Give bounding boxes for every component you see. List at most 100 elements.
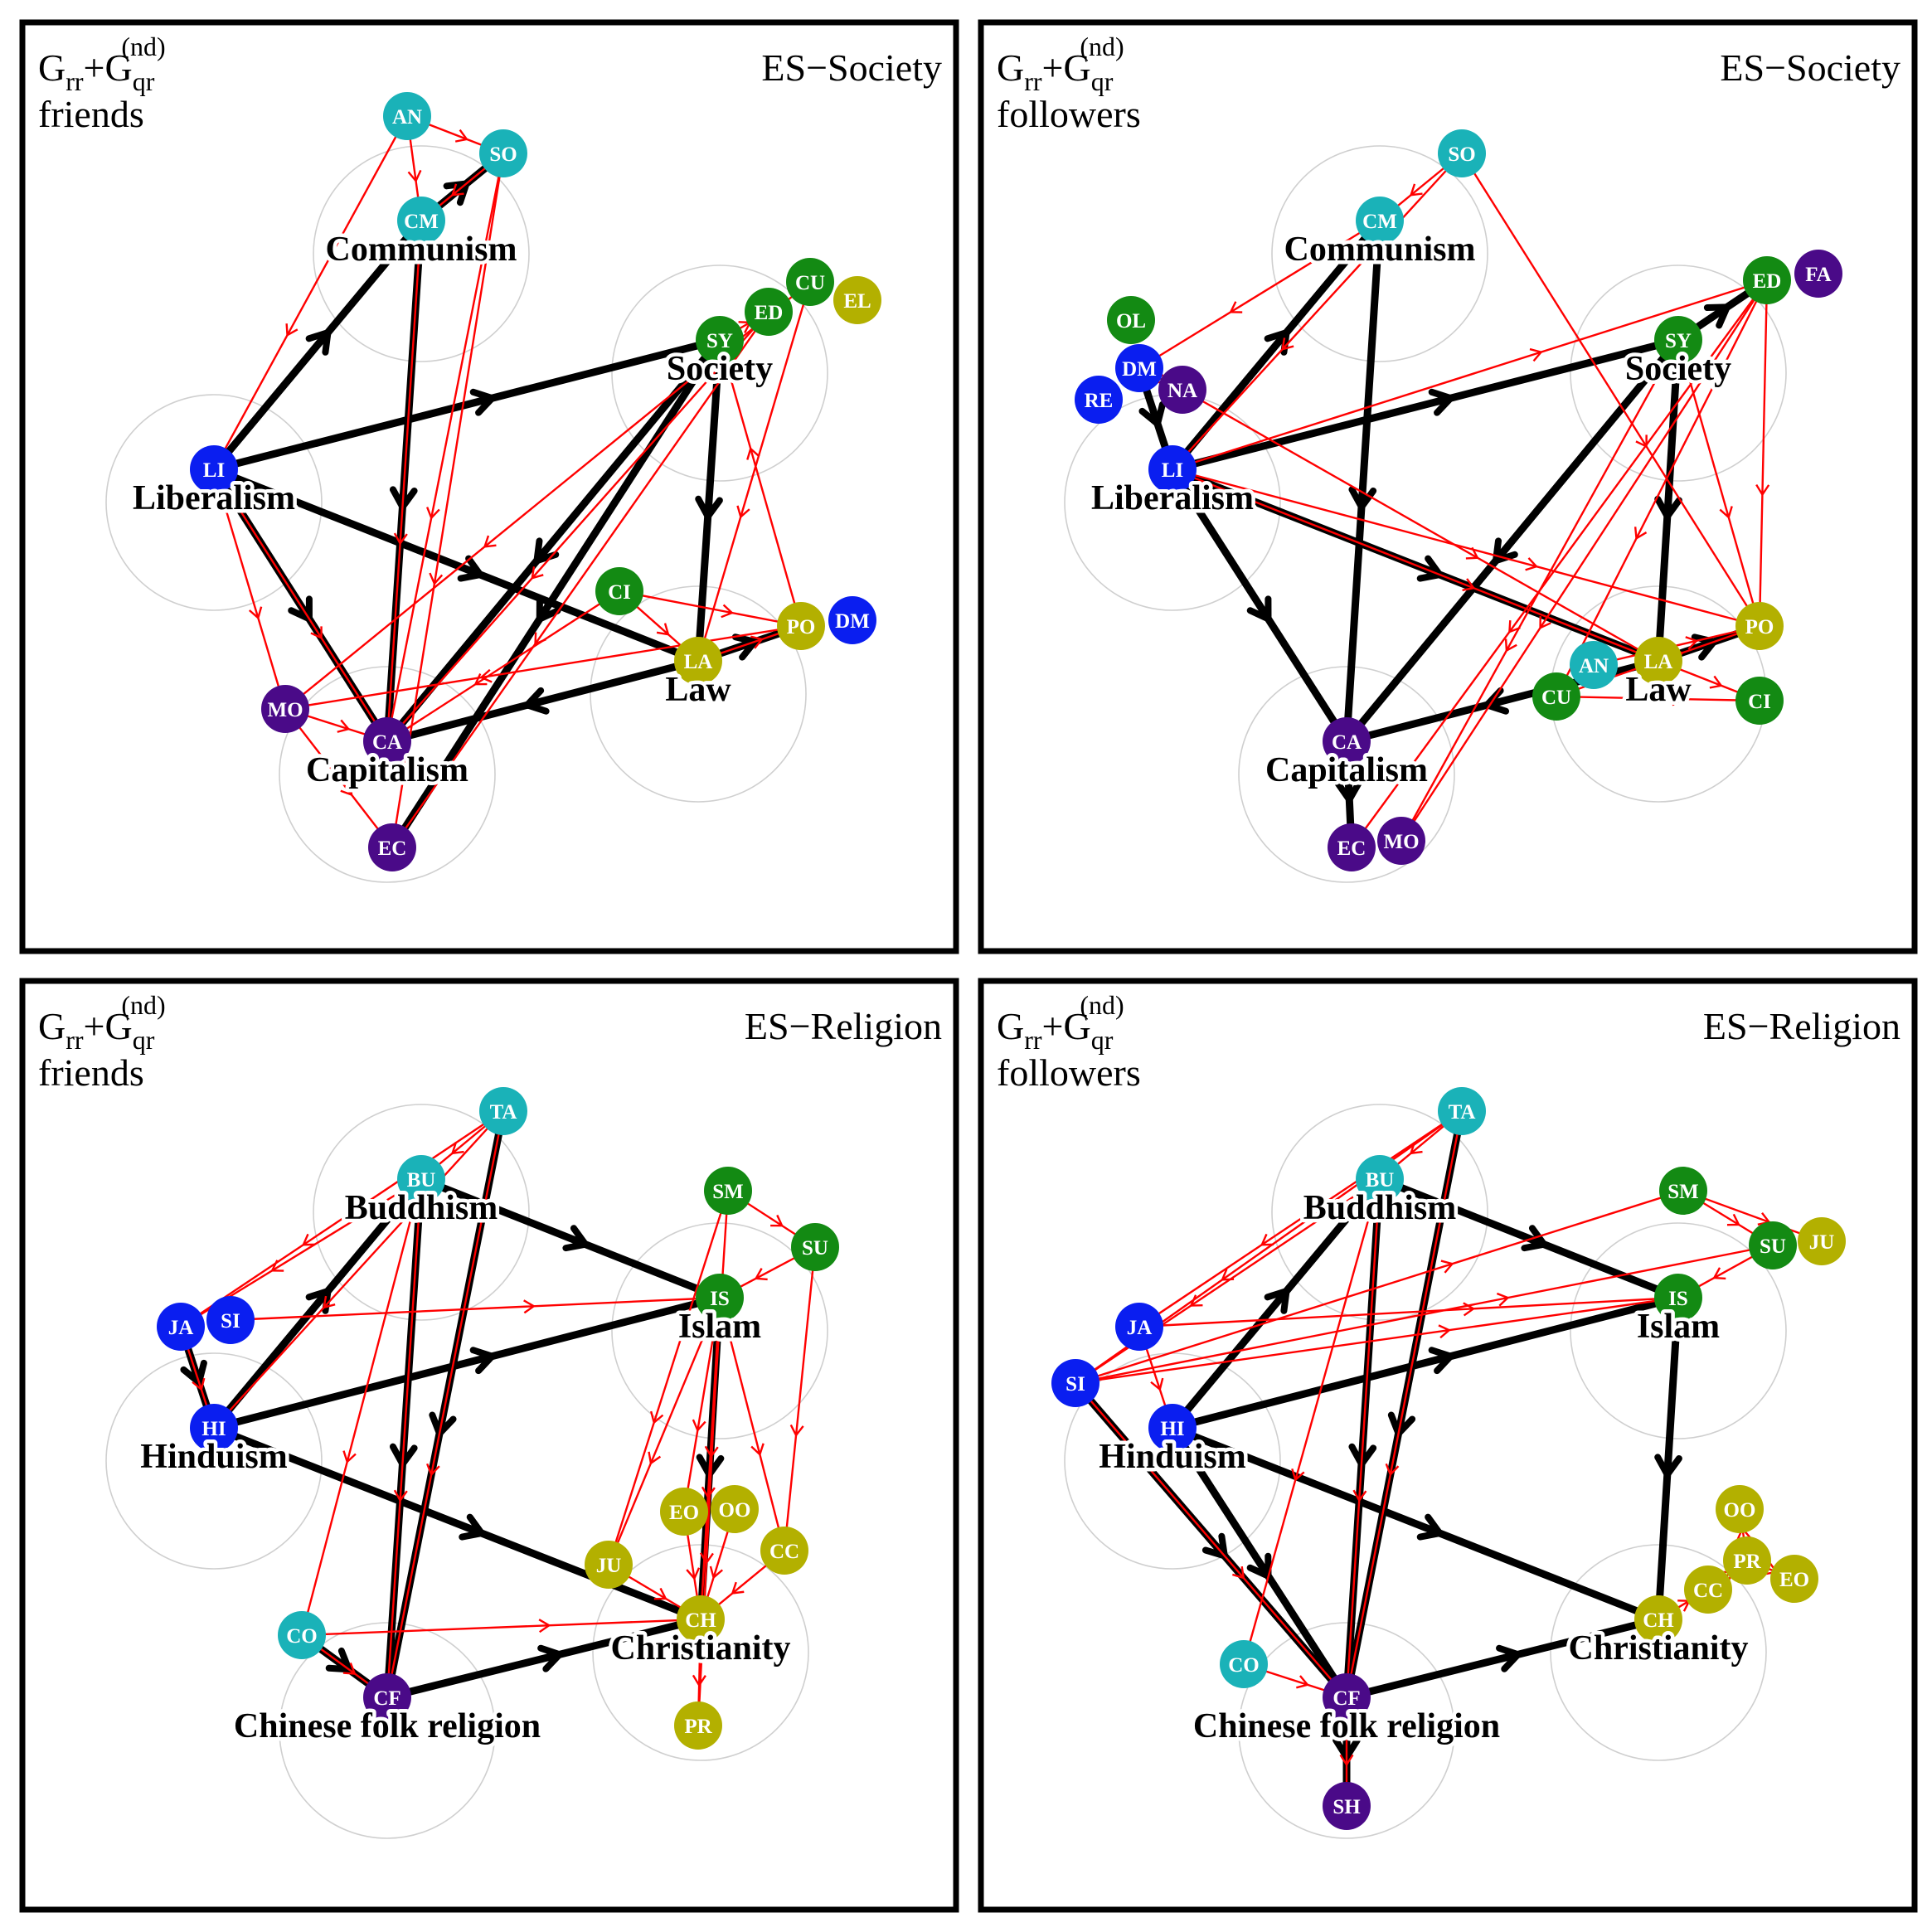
node-circle [786,258,834,306]
node-la[interactable]: LA [674,637,722,685]
node-cm[interactable]: CM [397,197,445,245]
node-li[interactable]: LI [190,445,238,493]
node-ta[interactable]: TA [1438,1087,1486,1135]
node-ja[interactable]: JA [1115,1303,1163,1351]
node-label: BU [407,1169,436,1192]
node-co[interactable]: CO [278,1611,326,1659]
node-mo[interactable]: MO [1377,817,1425,865]
node-bu[interactable]: BU [1356,1155,1404,1203]
edge-arrowhead [1529,347,1543,362]
group-label: Communism [1284,231,1475,269]
node-co[interactable]: CO [1220,1640,1268,1688]
edge-arrowhead [1281,337,1294,351]
node-eo[interactable]: EO [660,1488,708,1536]
node-ta[interactable]: TA [479,1087,527,1135]
node-an[interactable]: AN [383,92,431,140]
node-sm[interactable]: SM [1659,1167,1707,1215]
node-is[interactable]: IS [1654,1274,1702,1322]
edge-arrowhead [1463,1302,1476,1317]
node-cc[interactable]: CC [1684,1566,1732,1614]
edge-arrowhead [457,555,484,582]
edge-red [212,468,389,742]
node-hi[interactable]: HI [1148,1404,1197,1452]
node-cc[interactable]: CC [760,1527,808,1575]
group-circle [1238,666,1455,883]
node-ec[interactable]: EC [1328,823,1376,871]
node-circle [660,1488,708,1536]
node-label: PR [1733,1551,1761,1573]
edge-arrowhead [393,1489,408,1502]
node-ch[interactable]: CH [1634,1595,1682,1643]
node-label: PO [1745,616,1774,638]
node-mo[interactable]: MO [261,685,309,733]
node-label: CO [1228,1654,1260,1677]
group-label: Communism [325,231,517,269]
node-label: SU [802,1237,828,1260]
node-el[interactable]: EL [833,276,881,324]
edge-arrowhead [1709,675,1723,689]
node-li[interactable]: LI [1148,445,1197,493]
node-cu[interactable]: CU [786,258,834,306]
node-si[interactable]: SI [206,1296,255,1344]
node-ju[interactable]: JU [585,1541,633,1589]
edge-red [1172,468,1659,663]
node-label: SY [706,330,733,352]
node-ol[interactable]: OL [1107,296,1155,344]
edge-arrowhead [483,535,497,548]
edge-arrowhead [285,323,299,337]
node-label: CF [1332,1687,1360,1710]
node-re[interactable]: RE [1075,376,1123,424]
node-po[interactable]: PO [1735,602,1784,650]
node-ja[interactable]: JA [157,1303,205,1351]
node-dm[interactable]: DM [828,596,876,644]
node-sy[interactable]: SY [1654,316,1702,364]
edge-red [386,590,620,743]
node-eo[interactable]: EO [1770,1555,1818,1603]
node-ec[interactable]: EC [368,823,416,871]
node-ci[interactable]: CI [1735,677,1784,725]
node-ca[interactable]: CA [1323,717,1371,765]
node-circle [1356,1155,1404,1203]
node-ju[interactable]: JU [1798,1217,1846,1265]
node-ch[interactable]: CH [677,1595,725,1643]
node-la[interactable]: LA [1634,637,1682,685]
node-ed[interactable]: ED [1743,256,1791,304]
edge-black [210,216,425,473]
node-oo[interactable]: OO [1716,1485,1764,1533]
group-label: Christianity [1568,1629,1748,1667]
node-pr[interactable]: PR [674,1701,722,1750]
node-su[interactable]: SU [791,1223,839,1271]
node-label: TA [490,1101,517,1124]
edge-arrowhead [337,719,351,733]
node-bu[interactable]: BU [397,1155,445,1203]
node-si[interactable]: SI [1051,1359,1099,1407]
node-cf[interactable]: CF [1323,1673,1371,1721]
node-circle [1794,250,1842,298]
node-circle [397,197,445,245]
node-ed[interactable]: ED [745,288,793,336]
node-is[interactable]: IS [696,1274,744,1322]
node-label: FA [1805,264,1831,286]
group-label: Chinese folk religion [1193,1707,1500,1745]
node-po[interactable]: PO [777,602,825,650]
node-dm[interactable]: DM [1115,344,1163,392]
node-cm[interactable]: CM [1356,197,1404,245]
node-ca[interactable]: CA [363,717,411,765]
node-oo[interactable]: OO [711,1485,759,1533]
node-pr[interactable]: PR [1723,1536,1771,1585]
node-sy[interactable]: SY [696,316,744,364]
node-circle [1158,366,1206,414]
node-sm[interactable]: SM [704,1167,752,1215]
node-label: CA [1332,731,1362,754]
node-sh[interactable]: SH [1323,1782,1371,1830]
node-so[interactable]: SO [1438,129,1486,177]
node-su[interactable]: SU [1749,1221,1797,1269]
node-cu[interactable]: CU [1532,672,1580,721]
node-fa[interactable]: FA [1794,250,1842,298]
node-ci[interactable]: CI [595,567,643,615]
node-cf[interactable]: CF [363,1673,411,1721]
node-hi[interactable]: HI [190,1404,238,1452]
node-na[interactable]: NA [1158,366,1206,414]
node-so[interactable]: SO [479,129,527,177]
node-an[interactable]: AN [1570,641,1618,689]
